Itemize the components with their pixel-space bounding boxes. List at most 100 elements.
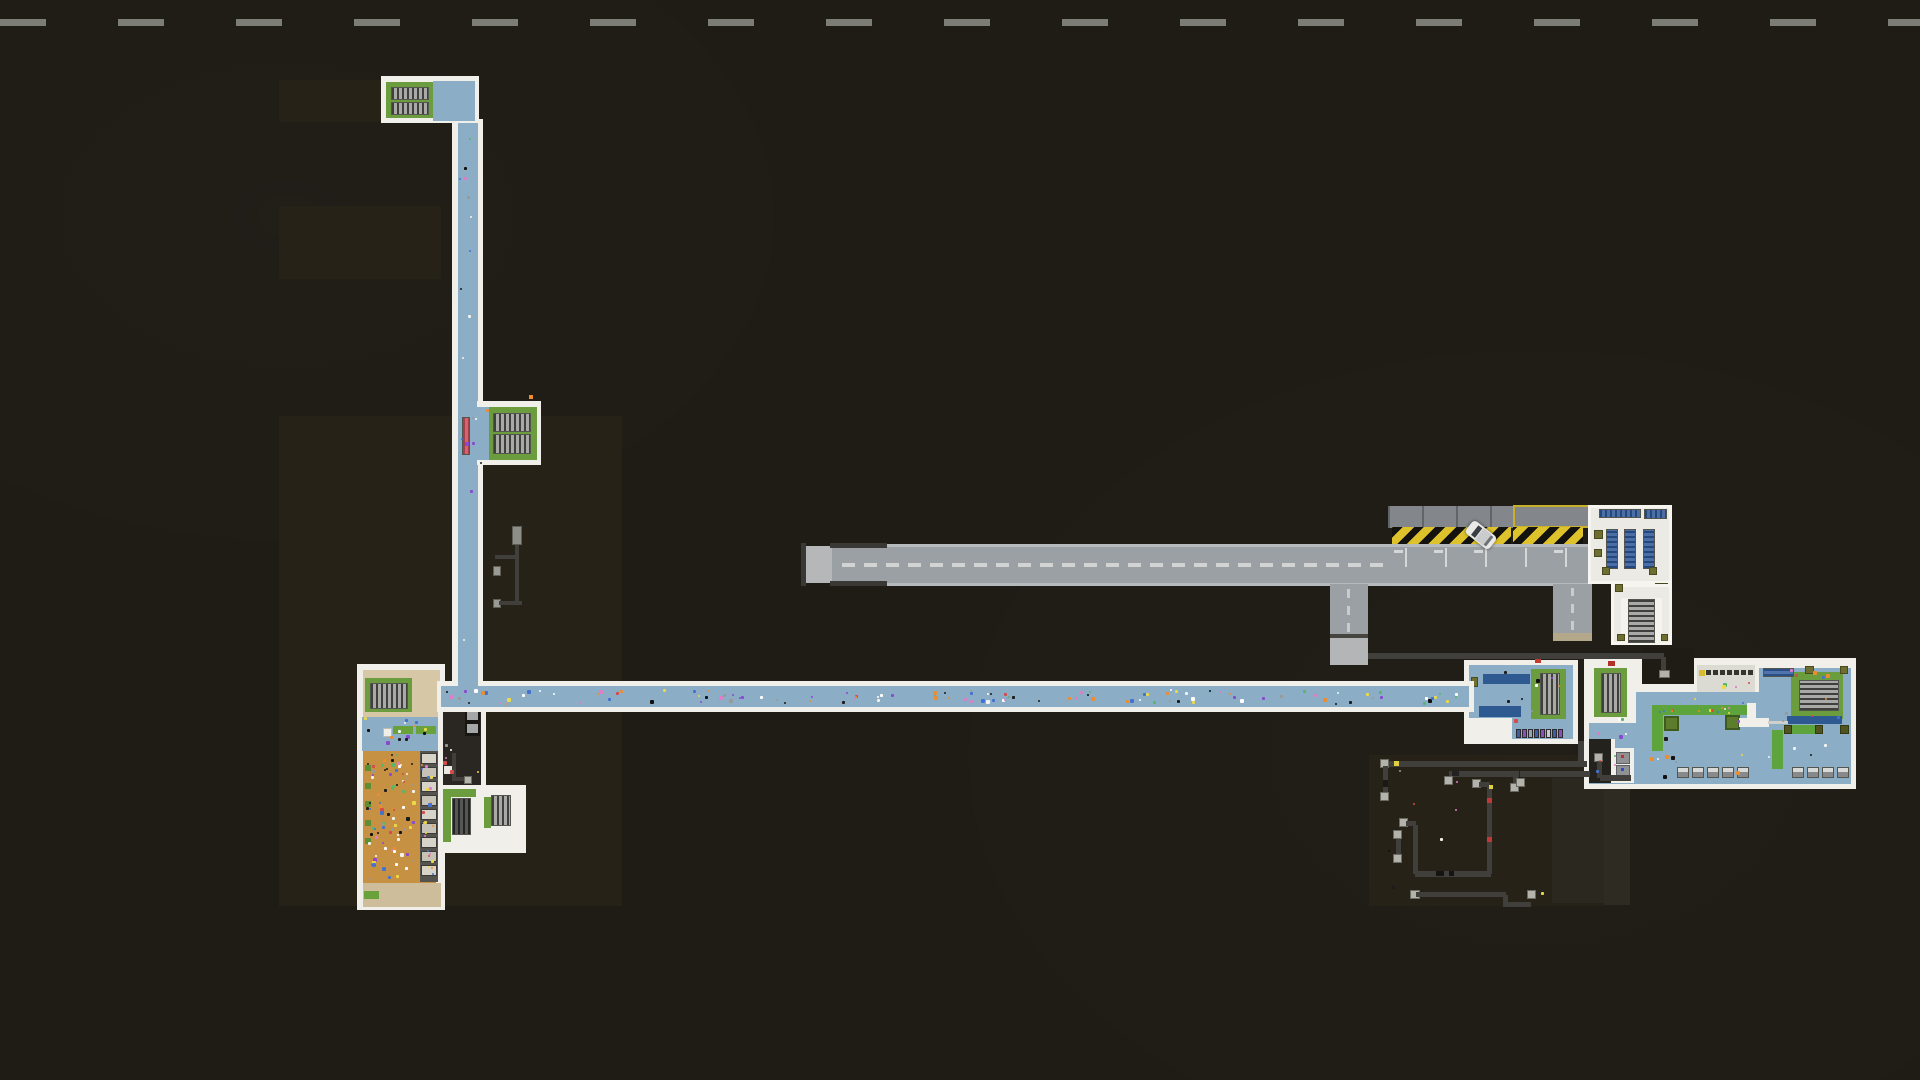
kiosk-shelf-long [1652,705,1749,715]
road-stub-east-ramp [1553,633,1592,641]
crowd-platform-person-26 [1261,697,1265,701]
service-rail-node [464,776,472,784]
crowd-outside-paths-person-4 [1392,886,1396,890]
crowd-corridor-vert-person-6 [464,177,468,181]
mid-entrance-blue [477,407,490,460]
crowd-stall-goods-person-20 [422,822,425,825]
crowd-market-person-64 [377,832,380,835]
crowd-platform-person-80 [731,693,734,696]
crowd-stall-goods-person-21 [427,865,430,868]
crowd-platform-person-12 [1142,693,1146,697]
parking-line-2 [1445,548,1447,567]
crowd-service-room-person-4 [444,744,448,748]
crowd-platform-person-81 [1322,698,1327,703]
crowd-platform-person-109 [1430,696,1434,700]
crowd-platform-person-77 [970,690,973,693]
crowd-platform-person-50 [707,689,710,692]
crowd-concourse-person-23 [1618,717,1622,721]
crowd-platform-person-108 [1170,689,1173,692]
crowd-market-person-13 [370,832,374,836]
crowd-kiosk-goods-person-6 [1658,711,1661,714]
crowd-stall-goods-person-7 [427,775,431,779]
crowd-platform-person-95 [760,695,764,699]
crowd-concourse-person-6 [1624,733,1627,736]
crowd-platform-person-60 [1129,698,1134,703]
waiting-bench-1 [1483,674,1530,684]
barrier-u-mark-1 [1487,798,1492,803]
barrier-u-stub-w [1406,821,1416,826]
store-crate-6 [1617,634,1625,641]
loading-zone-outline [1513,505,1592,528]
waiting-room-floor-ext [1512,718,1573,739]
crowd-platform-person-37 [809,700,812,703]
crowd-market-person-14 [395,875,399,879]
crowd-stall-goods-person-17 [421,763,424,766]
crowd-ticket-office-person-1 [1722,685,1727,690]
crowd-corridor-vert-person-11 [462,638,465,641]
crowd-market-person-8 [411,789,415,793]
crowd-market-person-54 [372,860,377,865]
ticket-counter-row-1 [1713,670,1718,675]
crowd-market-person-53 [391,849,394,852]
crowd-corridor-vert-person-12 [469,216,472,219]
crowd-concourse-person-10 [1792,747,1796,751]
crowd-kiosk-goods-person-5 [1708,708,1712,712]
crowd-outside-paths-person-3 [1540,892,1544,896]
service-rail-v [452,753,456,779]
parking-arrow-2 [1434,550,1443,553]
concourse-bench [1787,716,1842,724]
crowd-market-person-63 [379,811,384,816]
crowd-foyer-person-7 [414,721,418,725]
parking-line-1 [1405,548,1407,567]
crowd-platform-person-59 [1366,692,1370,696]
crowd-market-person-26 [397,834,400,837]
crowd-concourse-person-24 [1768,755,1771,758]
queue1-rail-h2 [499,601,522,605]
crowd-market-person-35 [389,773,393,777]
crowd-waiting-room-person-4 [1506,699,1510,703]
crowd-market-person-46 [399,852,404,857]
crowd-platform-person-19 [448,695,453,700]
crowd-market-person-5 [371,827,375,831]
crowd-platform-person-83 [853,698,856,701]
concourse-turnstile-row-5-top [1793,768,1803,772]
market-plants-left-2 [365,801,371,807]
crowd-stall-goods-person-14 [421,768,424,771]
crowd-platform-person-78 [1302,689,1306,693]
crowd-platform-person-111 [991,698,995,702]
waiting-alarm [1535,659,1541,663]
crowd-stall-goods-person-4 [427,855,430,858]
crowd-market-person-44 [372,773,375,776]
market-bench-south [364,891,379,899]
crowd-concourse-person-26 [1693,698,1696,701]
service-crate-white [444,766,452,774]
crowd-market-person-21 [390,754,393,757]
crowd-outside-paths-person-5 [1439,838,1443,842]
concourse-esc-stairs [1799,680,1839,711]
crowd-platform-person-40 [699,700,702,703]
crowd-market-person-50 [402,781,405,784]
crowd-market-person-12 [390,786,394,790]
crowd-concourse-person-17 [1824,698,1827,701]
crowd-mid-entrance-person-0 [485,409,489,413]
crowd-platform-person-29 [1190,696,1195,701]
crowd-stall-goods-person-8 [424,831,427,834]
crowd-market-person-32 [374,855,377,858]
crowd-concourse-person-4 [1664,755,1669,760]
queue1-kiosk [512,526,522,545]
crowd-platform-person-66 [1146,692,1150,696]
crowd-market-person-27 [372,770,376,774]
crowd-platform-person-41 [880,693,884,697]
crowd-platform-person-114 [783,702,786,705]
road-stub-west-pad [1330,638,1368,665]
crowd-stall-goods-person-13 [423,834,426,837]
barrier-5-node-n [1393,830,1402,839]
crowd-platform-person-96 [1004,698,1007,701]
crowd-concourse-seats-person-5 [1826,674,1831,679]
store-rack-2 [1624,529,1636,569]
crowd-platform-person-35 [1335,702,1338,705]
entrance-path-node [1659,670,1670,678]
crowd-concourse-person-27 [1670,756,1675,761]
stall-cells-5 [421,823,437,834]
